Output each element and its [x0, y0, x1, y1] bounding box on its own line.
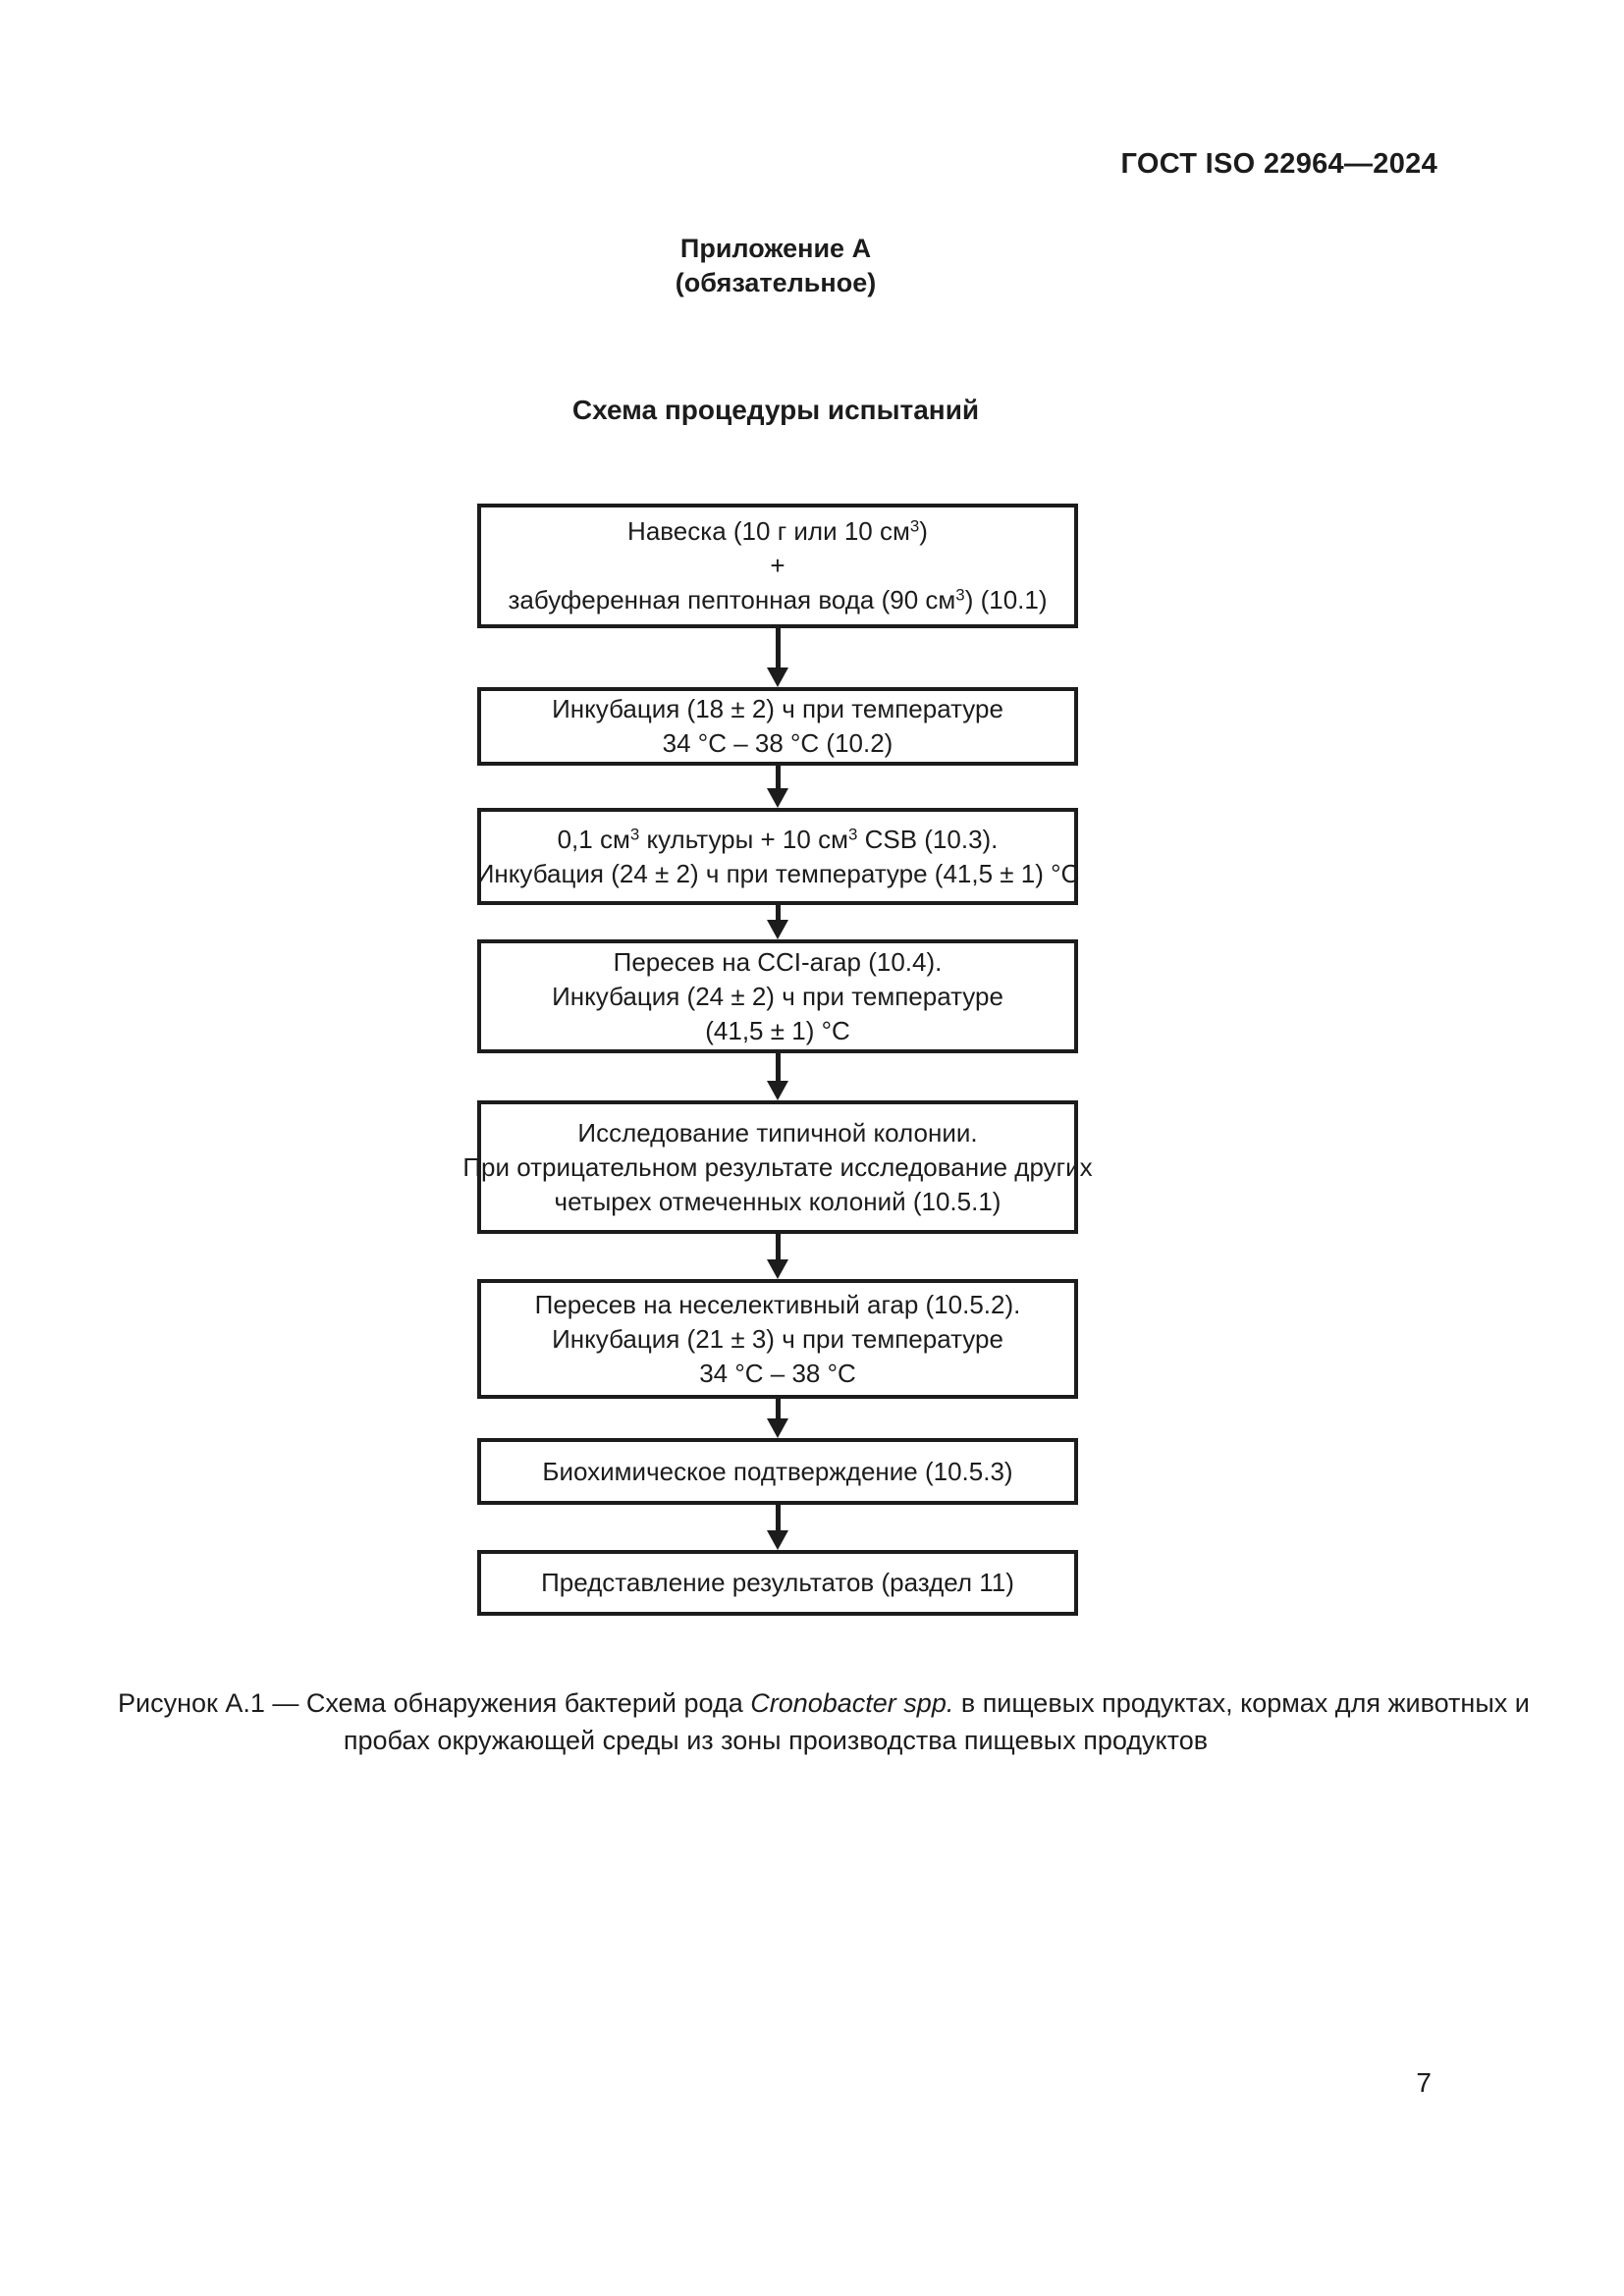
- document-header: ГОСТ ISO 22964—2024: [1120, 148, 1437, 180]
- arrow-stem: [775, 1234, 781, 1259]
- arrow-head: [767, 667, 788, 687]
- flow-box-biochemical-confirmation: Биохимическое подтверждение (10.5.3): [477, 1438, 1078, 1505]
- arrow-stem: [775, 766, 781, 788]
- arrow-down-icon: [767, 1505, 788, 1550]
- flow-box-csb-enrichment: 0,1 см3 культуры + 10 см3 CSB (10.3).Инк…: [476, 808, 1079, 905]
- arrow-head: [767, 1530, 788, 1550]
- arrow-head: [767, 1418, 788, 1438]
- arrow-head: [767, 1259, 788, 1279]
- appendix-heading: Приложение А (обязательное): [118, 232, 1434, 300]
- flow-box-nonselective-agar: Пересев на неселективный агар (10.5.2).И…: [477, 1279, 1078, 1399]
- arrow-stem: [775, 1053, 781, 1081]
- arrow-down-icon: [767, 628, 788, 687]
- arrow-stem: [775, 1399, 781, 1418]
- arrow-down-icon: [767, 905, 788, 939]
- figure-caption: Рисунок А.1 — Схема обнаружения бактерий…: [118, 1688, 1530, 1755]
- arrow-stem: [775, 1505, 781, 1530]
- arrow-head: [767, 920, 788, 939]
- flow-box-cci-agar-plating: Пересев на CCI-агар (10.4).Инкубация (24…: [477, 939, 1078, 1053]
- appendix-subtitle: (обязательное): [675, 268, 877, 297]
- arrow-down-icon: [767, 1234, 788, 1279]
- arrow-stem: [775, 628, 781, 667]
- arrow-head: [767, 1081, 788, 1100]
- arrow-down-icon: [767, 1053, 788, 1100]
- flow-box-sample-preparation: Навеска (10 г или 10 см3)+забуференная п…: [477, 504, 1078, 628]
- arrow-head: [767, 788, 788, 808]
- flow-box-reporting-results: Представление результатов (раздел 11): [477, 1550, 1078, 1616]
- appendix-title: Приложение А: [679, 234, 872, 263]
- arrow-down-icon: [767, 766, 788, 808]
- page-number: 7: [1416, 2067, 1432, 2098]
- arrow-down-icon: [767, 1399, 788, 1438]
- diagram-title: Схема процедуры испытаний: [571, 395, 980, 425]
- arrow-stem: [775, 905, 781, 920]
- flow-box-colony-examination: Исследование типичной колонии.При отрица…: [462, 1100, 1093, 1234]
